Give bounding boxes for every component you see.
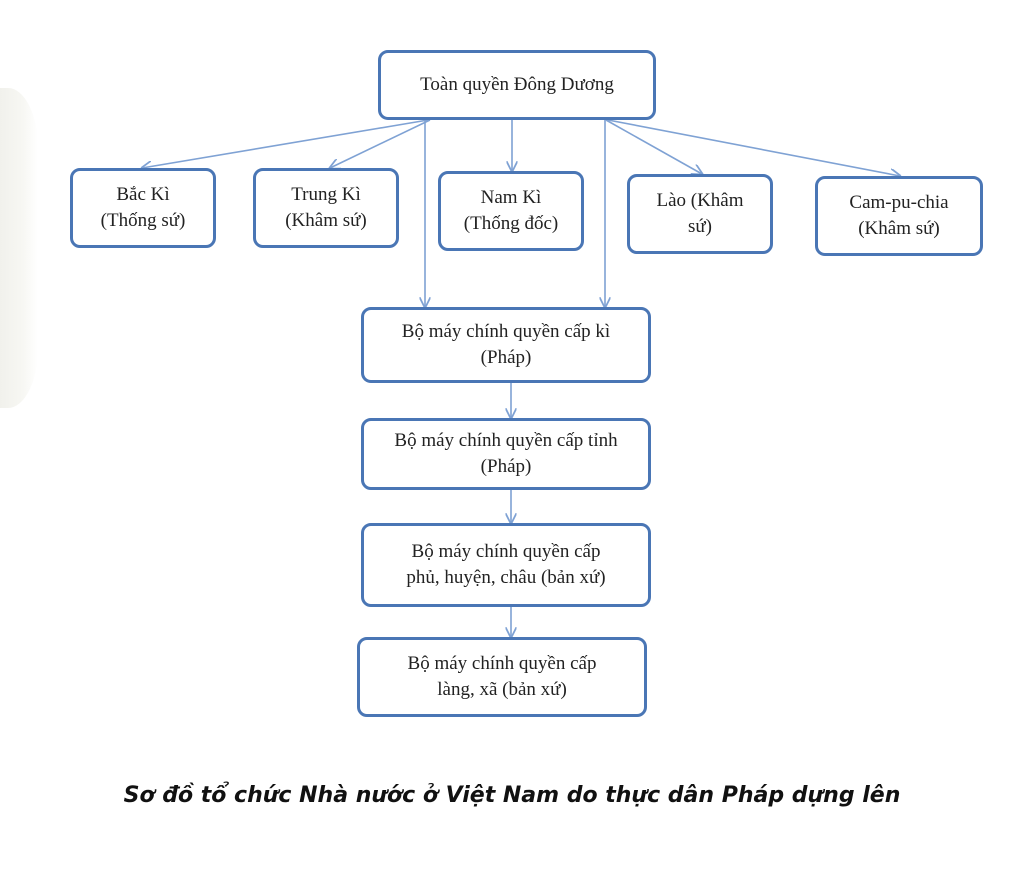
node-cap-phu-huyen-chau: Bộ máy chính quyền cấp phủ, huyện, châu … [361, 523, 651, 607]
node-trung-ki: Trung Kì (Khâm sứ) [253, 168, 399, 248]
node-cam-pu-chia: Cam-pu-chia (Khâm sứ) [815, 176, 983, 256]
node-cap-ki: Bộ máy chính quyền cấp kì (Pháp) [361, 307, 651, 383]
edge-root-trung-ki [330, 119, 431, 168]
node-toan-quyen: Toàn quyền Đông Dương [378, 50, 656, 120]
page-edge-shadow [0, 88, 38, 408]
diagram-caption: Sơ đồ tổ chức Nhà nước ở Việt Nam do thự… [123, 783, 901, 808]
node-nam-ki: Nam Kì (Thống đốc) [438, 171, 584, 251]
node-lao: Lào (Khâm sứ) [627, 174, 773, 254]
node-bac-ki: Bắc Kì (Thống sứ) [70, 168, 216, 248]
edge-root-lao [605, 119, 702, 174]
node-cap-lang-xa: Bộ máy chính quyền cấp làng, xã (bản xứ) [357, 637, 647, 717]
edge-root-bac-ki [142, 119, 429, 168]
edge-root-campuchia [607, 119, 900, 176]
node-cap-tinh: Bộ máy chính quyền cấp tỉnh (Pháp) [361, 418, 651, 490]
